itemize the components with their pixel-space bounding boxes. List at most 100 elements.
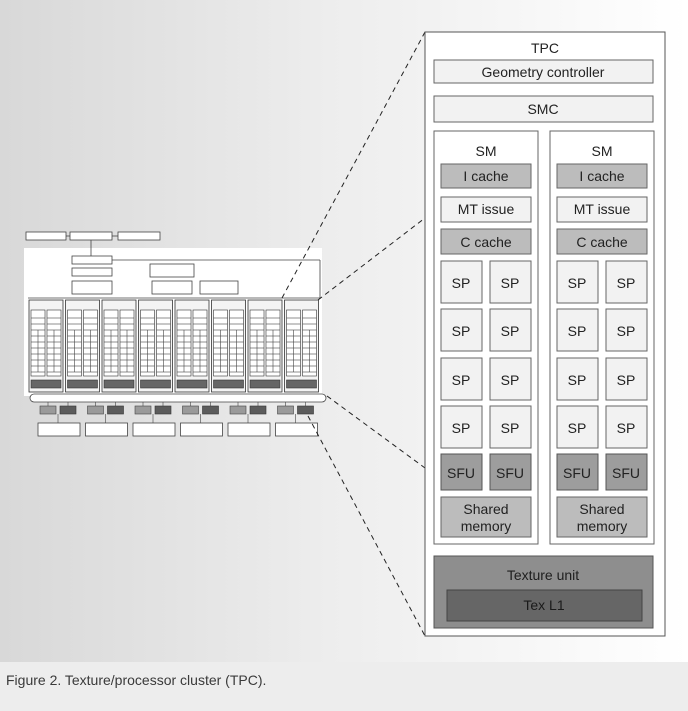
callout-lines (281, 31, 426, 637)
mt-issue-rect (440, 196, 532, 223)
sm-title: SM (592, 143, 613, 159)
sm-block: SM I cache MT issue C cache SP SP SP SP … (433, 130, 539, 545)
sp-label: SP (501, 372, 520, 388)
mt-issue-label: MT issue (574, 201, 631, 217)
mini-rop (134, 405, 152, 415)
smc-label: SMC (527, 101, 558, 117)
sm-block: SM I cache MT issue C cache SP SP SP SP … (549, 130, 655, 545)
distribution-block (71, 255, 113, 265)
sp-core (605, 405, 648, 449)
i-cache-label: I cache (463, 168, 508, 184)
mt-issue-label: MT issue (458, 201, 515, 217)
distribution-block (151, 280, 193, 295)
sp-core (440, 357, 483, 401)
distribution-block (71, 280, 113, 295)
sp-label: SP (568, 323, 587, 339)
sp-core (556, 260, 599, 304)
sp-core (605, 260, 648, 304)
geometry-controller-box: Geometry controller (433, 59, 654, 84)
sp-core (489, 357, 532, 401)
smc-rect (433, 95, 654, 123)
sp-label: SP (452, 323, 471, 339)
mini-rop (182, 405, 199, 415)
sp-label: SP (452, 275, 471, 291)
shared-memory-label-line2: memory (461, 518, 512, 534)
tex-l1-label: Tex L1 (523, 597, 564, 613)
mini-rop (39, 405, 57, 415)
mini-texture-unit (67, 379, 98, 389)
sp-core (440, 308, 483, 352)
host-block (117, 231, 161, 241)
host-block (25, 231, 67, 241)
c-cache-label: C cache (576, 234, 628, 250)
shared-memory-label-line1: Shared (463, 501, 508, 517)
shared-memory-label-line2: memory (577, 518, 628, 534)
sp-label: SP (617, 372, 636, 388)
sfu-unit (440, 453, 483, 491)
figure-caption: Figure 2. Texture/processor cluster (TPC… (6, 672, 267, 688)
c-cache-label: C cache (460, 234, 512, 250)
sp-label: SP (617, 323, 636, 339)
smc-box: SMC (433, 95, 654, 123)
figure-panel: TPC Geometry controller SMC SM I cache M… (0, 0, 688, 662)
shared-memory-rect (556, 496, 648, 538)
mini-texture-unit (30, 379, 62, 389)
mini-dram (37, 422, 81, 437)
sm-title: SM (476, 143, 497, 159)
sfu-unit (556, 453, 599, 491)
c-cache-rect (440, 228, 532, 255)
sfu-label: SFU (496, 465, 524, 481)
mini-dram (85, 422, 128, 437)
mini-dram (180, 422, 223, 437)
tpc-title: TPC (531, 40, 559, 56)
sfu-unit (605, 453, 648, 491)
sp-core (440, 405, 483, 449)
geometry-controller-label: Geometry controller (482, 64, 605, 80)
texture-unit-box: Texture unit Tex L1 (433, 555, 654, 629)
mini-dram (132, 422, 176, 437)
mini-l2 (202, 405, 219, 415)
c-cache-rect (556, 228, 648, 255)
sp-label: SP (568, 275, 587, 291)
tpc-diagram: TPC Geometry controller SMC SM I cache M… (24, 31, 666, 637)
sp-core (440, 260, 483, 304)
sp-core (489, 260, 532, 304)
mini-rop (229, 405, 247, 415)
sp-label: SP (452, 420, 471, 436)
callout-line-4 (307, 415, 426, 637)
mini-l2 (297, 405, 314, 415)
sp-label: SP (501, 323, 520, 339)
callout-line-1 (281, 31, 426, 299)
sp-label: SP (501, 420, 520, 436)
sp-core (556, 405, 599, 449)
shared-memory-label-line1: Shared (579, 501, 624, 517)
mini-rop (277, 405, 294, 415)
mini-l2 (107, 405, 124, 415)
host-block (69, 231, 113, 241)
mini-texture-unit (286, 379, 317, 389)
shared-memory-rect (440, 496, 532, 538)
sp-label: SP (501, 275, 520, 291)
callout-line-2 (317, 217, 426, 301)
sfu-label: SFU (447, 465, 475, 481)
mini-dram (227, 422, 271, 437)
sp-core (489, 308, 532, 352)
sp-label: SP (568, 420, 587, 436)
texture-unit-label: Texture unit (507, 567, 579, 583)
gpu-overview (24, 231, 327, 437)
mini-texture-unit (249, 379, 281, 389)
distribution-block (149, 263, 195, 278)
mini-rop (87, 405, 104, 415)
mini-l2 (154, 405, 172, 415)
sp-label: SP (617, 275, 636, 291)
mini-texture-unit (140, 379, 171, 389)
sp-core (605, 308, 648, 352)
interconnect-bar (29, 393, 327, 403)
sfu-label: SFU (563, 465, 591, 481)
i-cache-rect (556, 163, 648, 189)
geometry-controller-rect (433, 59, 654, 84)
sp-core (556, 357, 599, 401)
sfu-unit (489, 453, 532, 491)
mini-l2 (59, 405, 77, 415)
